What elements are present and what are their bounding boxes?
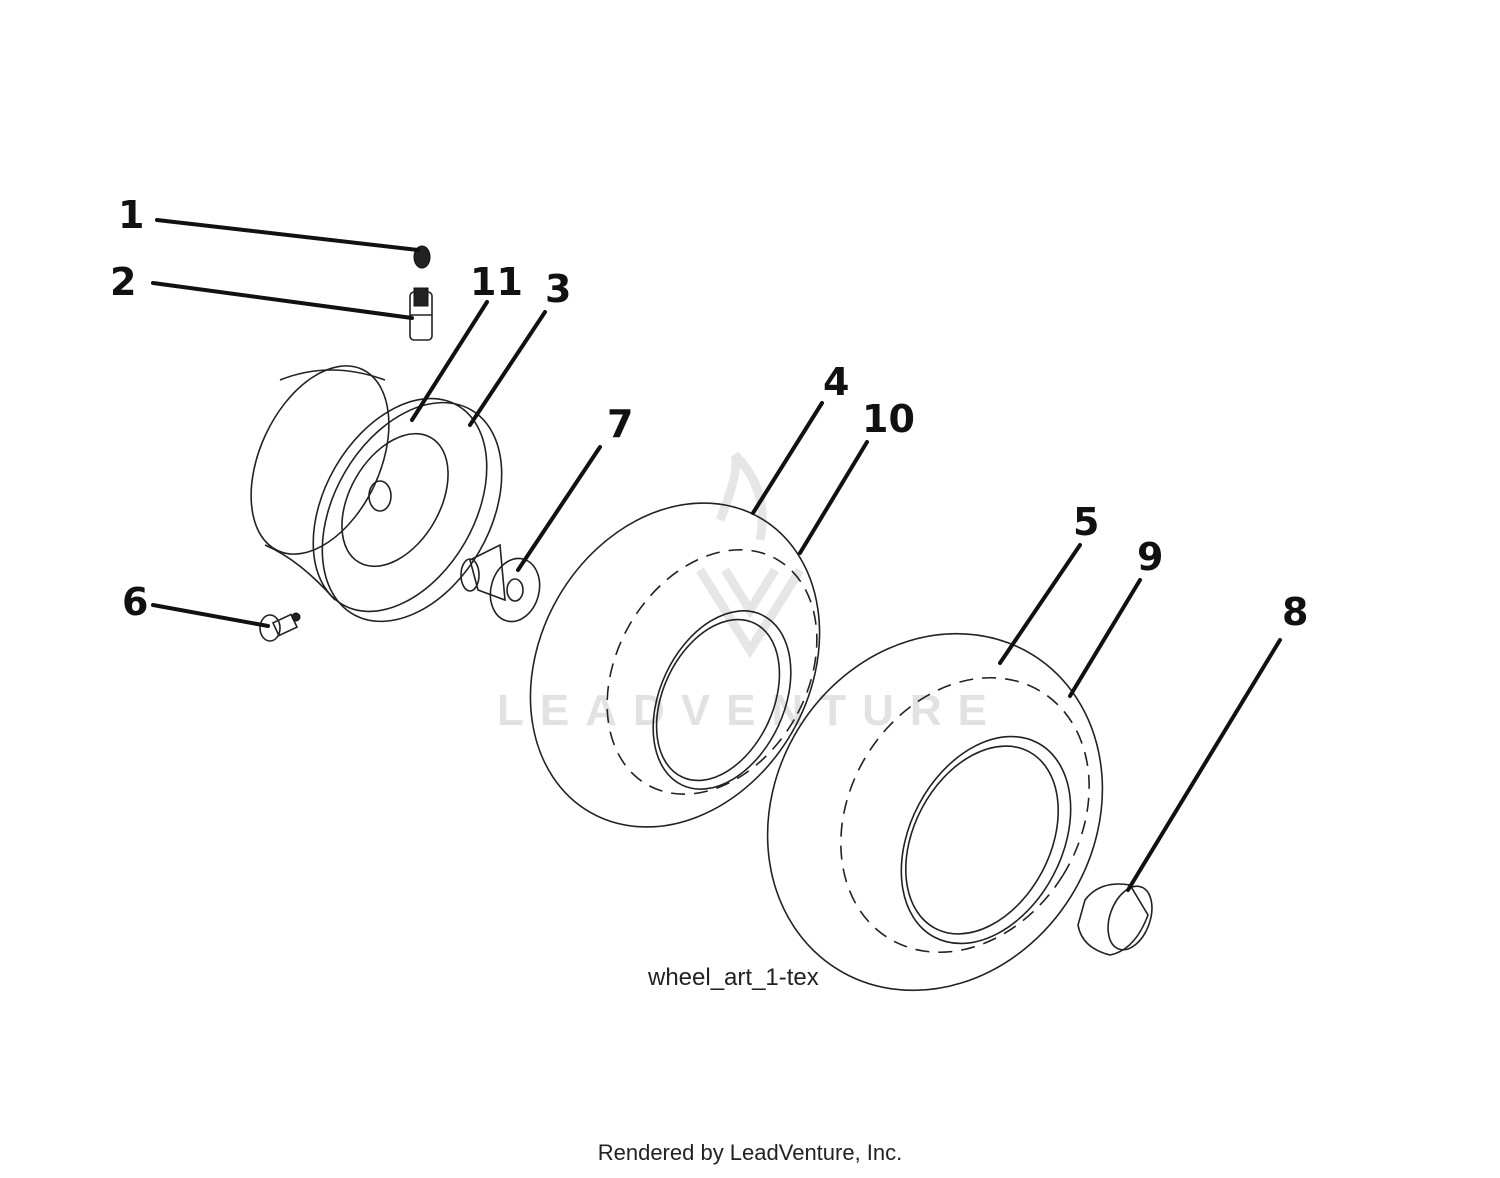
valve-stem bbox=[409, 287, 433, 341]
watermark: LEADVENTURE bbox=[497, 451, 1003, 735]
tire-bead-outer bbox=[900, 735, 1072, 945]
callout-3: 3 bbox=[545, 267, 571, 311]
leader-3 bbox=[468, 310, 547, 427]
leader-5 bbox=[998, 543, 1082, 665]
grease-fitting bbox=[259, 612, 301, 642]
hub-cap bbox=[1077, 883, 1153, 956]
tire-rear bbox=[766, 632, 1104, 992]
tire-bead-outer bbox=[652, 610, 792, 790]
tire-tread bbox=[840, 676, 1090, 954]
tire-outer bbox=[529, 502, 821, 828]
tire-tread bbox=[606, 549, 818, 795]
leader-lines bbox=[151, 218, 1282, 892]
leader-9 bbox=[1068, 578, 1142, 698]
leader-8 bbox=[1126, 638, 1282, 892]
bearing bbox=[460, 543, 541, 623]
leader-4 bbox=[751, 401, 824, 515]
callout-9: 9 bbox=[1137, 535, 1163, 579]
rim-center-hole bbox=[368, 480, 392, 512]
art-label: wheel_art_1-tex bbox=[647, 964, 819, 991]
rim-assembly bbox=[250, 365, 503, 623]
rim-back-flange bbox=[250, 365, 390, 555]
leader-10 bbox=[798, 440, 869, 555]
rim-outer-ring bbox=[321, 401, 503, 623]
callout-numbers: 1 2 3 4 5 6 7 8 9 10 11 bbox=[110, 193, 1308, 634]
callout-6: 6 bbox=[122, 580, 148, 624]
callout-4: 4 bbox=[823, 360, 849, 404]
leader-7 bbox=[516, 445, 602, 572]
tire-bead-inner bbox=[655, 618, 781, 782]
leader-6 bbox=[151, 603, 270, 628]
callout-2: 2 bbox=[110, 260, 136, 304]
callout-5: 5 bbox=[1073, 500, 1099, 544]
leader-1 bbox=[155, 218, 420, 252]
callout-10: 10 bbox=[862, 397, 915, 441]
callout-7: 7 bbox=[607, 402, 633, 446]
leader-2 bbox=[151, 281, 414, 320]
tire-front bbox=[529, 502, 821, 828]
callout-8: 8 bbox=[1282, 590, 1308, 634]
callout-1: 1 bbox=[118, 193, 144, 237]
tire-bead-inner bbox=[904, 745, 1060, 935]
watermark-logo-icon bbox=[696, 451, 804, 659]
rim-top-edge bbox=[279, 369, 386, 381]
rim-inner-ring bbox=[341, 432, 449, 568]
watermark-text: LEADVENTURE bbox=[497, 686, 1003, 735]
callout-11: 11 bbox=[470, 260, 523, 304]
rim-front-flange bbox=[312, 397, 488, 613]
tire-outer bbox=[766, 632, 1104, 992]
leader-11 bbox=[410, 300, 489, 422]
footer-credit: Rendered by LeadVenture, Inc. bbox=[598, 1140, 903, 1165]
